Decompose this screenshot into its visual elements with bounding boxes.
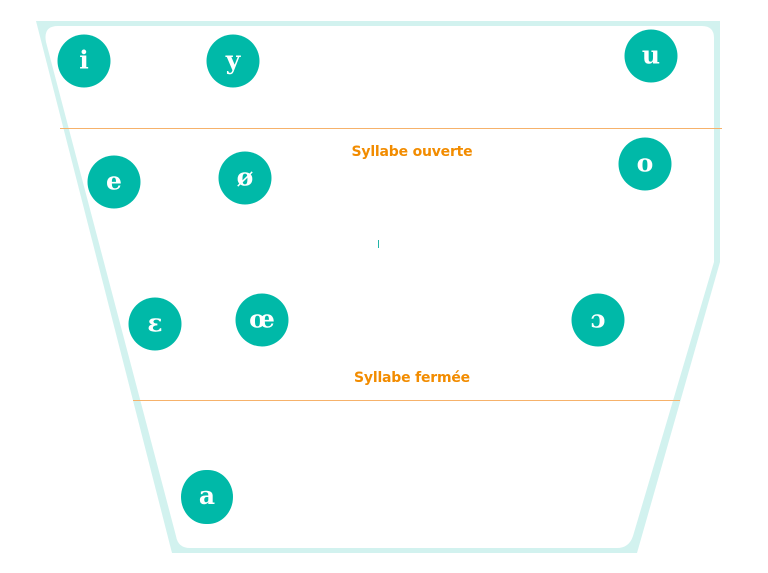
open-syllable-label: Syllabe ouverte — [351, 144, 473, 160]
vowel-symbol: e — [106, 166, 122, 195]
vowel-symbol: o — [636, 148, 654, 177]
center-tick-mark — [378, 240, 379, 248]
closed-syllable-label: Syllabe fermée — [354, 370, 470, 386]
vowel-o[interactable]: o — [618, 137, 672, 191]
vowel-symbol: ɛ — [147, 308, 163, 337]
vowel-i[interactable]: i — [57, 34, 111, 88]
closed-syllable-divider — [133, 400, 680, 401]
vowel-oe[interactable]: œ — [235, 293, 289, 347]
open-syllable-divider — [60, 128, 722, 129]
vowel-symbol: a — [198, 481, 216, 510]
vowel-symbol: ø — [236, 162, 254, 191]
vowel-symbol: u — [641, 40, 661, 69]
vowel-o-slash[interactable]: ø — [218, 151, 272, 205]
vowel-open-o[interactable]: ɔ — [571, 293, 625, 347]
vowel-symbol: y — [225, 45, 241, 74]
vowel-symbol: œ — [249, 304, 275, 333]
vowel-symbol: i — [79, 45, 89, 74]
vowel-y[interactable]: y — [206, 34, 260, 88]
vowel-u[interactable]: u — [624, 29, 678, 83]
vowel-a[interactable]: a — [181, 470, 233, 524]
vowel-e[interactable]: e — [87, 155, 141, 209]
vowel-symbol: ɔ — [590, 304, 606, 333]
vowel-open-e[interactable]: ɛ — [128, 297, 182, 351]
